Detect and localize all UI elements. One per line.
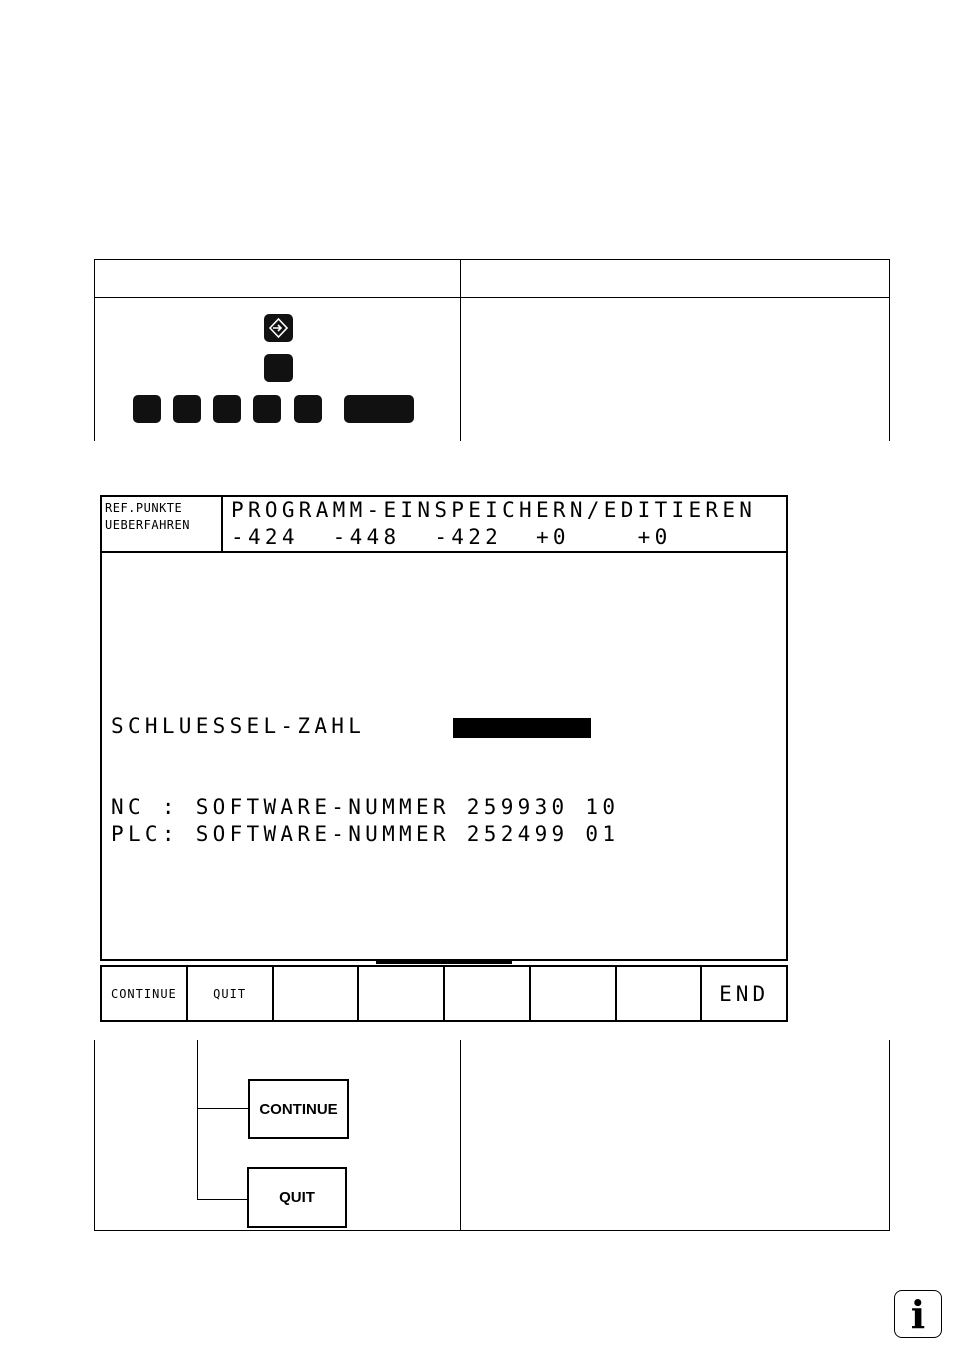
softkey-bar: CONTINUE QUIT END — [100, 965, 788, 1022]
nc-software-number: NC : SOFTWARE-NUMMER 259930 10 — [111, 795, 620, 819]
program-entry-icon — [268, 317, 289, 339]
digit-key-1[interactable] — [133, 395, 161, 423]
info-icon: i — [894, 1290, 942, 1338]
program-entry-key[interactable] — [264, 314, 293, 342]
digit-key-3[interactable] — [213, 395, 241, 423]
digit-key-4[interactable] — [253, 395, 281, 423]
softkey-quit[interactable]: QUIT — [188, 967, 274, 1020]
header: PROGRAMM-EINSPEICHERN/EDITIEREN -424 -44… — [223, 497, 786, 553]
softkey-continue[interactable]: CONTINUE — [102, 967, 188, 1020]
position-readout: -424 -448 -422 +0 +0 — [231, 525, 672, 549]
enter-key[interactable] — [344, 395, 414, 423]
softkey-row-indicator — [376, 961, 512, 964]
code-number-label: SCHLUESSEL-ZAHL — [111, 714, 366, 738]
mode-indicator: REF.PUNKTE UEBERFAHREN — [102, 497, 223, 553]
quit-option[interactable]: QUIT — [247, 1167, 347, 1228]
softkey-7[interactable] — [617, 967, 703, 1020]
softkey-4[interactable] — [359, 967, 445, 1020]
digit-key-5[interactable] — [294, 395, 322, 423]
screen-title: PROGRAMM-EINSPEICHERN/EDITIEREN — [231, 498, 757, 522]
softkey-6[interactable] — [531, 967, 617, 1020]
digit-key-2[interactable] — [173, 395, 201, 423]
mode-label-line2: UEBERFAHREN — [105, 518, 190, 532]
mode-label-line1: REF.PUNKTE — [105, 501, 183, 515]
plc-software-number: PLC: SOFTWARE-NUMMER 252499 01 — [111, 822, 620, 846]
continue-option[interactable]: CONTINUE — [248, 1079, 349, 1139]
softkey-end[interactable]: END — [719, 981, 770, 1006]
single-key[interactable] — [264, 354, 293, 382]
code-number-input[interactable] — [453, 718, 591, 738]
softkey-3[interactable] — [274, 967, 360, 1020]
softkey-5[interactable] — [445, 967, 531, 1020]
control-screen: REF.PUNKTE UEBERFAHREN PROGRAMM-EINSPEIC… — [100, 495, 788, 961]
